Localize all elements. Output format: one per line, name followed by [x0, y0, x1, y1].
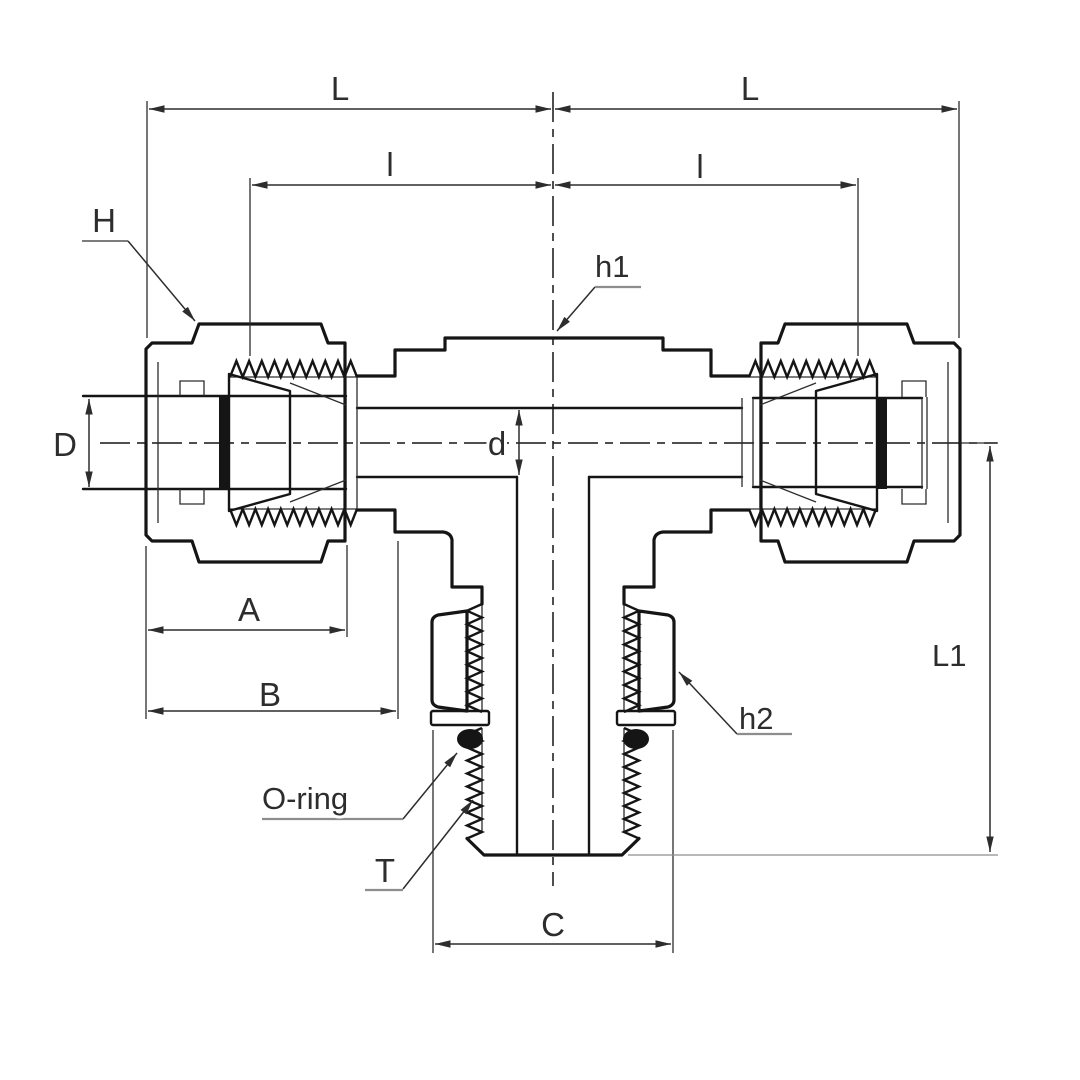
branch-thread-upper-left — [464, 602, 485, 714]
body-bottom-right-profile — [622, 508, 751, 606]
branch-thread-upper-right — [621, 602, 642, 714]
label-oring: O-ring — [262, 781, 348, 816]
oring-left — [457, 729, 483, 749]
thread-zigzag-bottom-left — [228, 505, 359, 529]
leader-T — [402, 799, 474, 890]
dim-label-d: d — [488, 425, 506, 462]
branch-bore-walls — [515, 475, 591, 857]
dimensions: L L l l A B C D — [50, 67, 998, 953]
branch — [429, 475, 677, 857]
dim-label-A: A — [238, 591, 260, 628]
leader-h1 — [556, 286, 596, 332]
dim-l-left: l — [252, 143, 551, 189]
oring-right — [623, 729, 649, 749]
left-front-ferrule — [227, 372, 292, 513]
body-bottom-left-profile — [355, 508, 484, 606]
label-h2: h2 — [739, 701, 773, 736]
nut-collar-steps — [179, 380, 927, 505]
callout-h2: h2 — [678, 671, 792, 739]
left-nut-outline — [144, 322, 347, 564]
thread-zigzag-bottom-right — [747, 505, 878, 529]
label-T: T — [375, 852, 395, 889]
dim-C: C — [435, 903, 671, 948]
label-h1: h1 — [595, 249, 629, 284]
body-top-profile — [355, 336, 751, 378]
thread-zigzag-top-left — [228, 357, 359, 381]
callout-oring: O-ring — [259, 752, 458, 821]
dim-label-B: B — [259, 676, 281, 713]
dim-L-left: L — [149, 67, 551, 113]
dim-label-l-left: l — [386, 146, 393, 183]
dim-label-L-right: L — [741, 70, 759, 107]
body-threads — [228, 357, 878, 529]
left-ferrule-seat-lines — [289, 382, 347, 503]
dim-label-L-left: L — [331, 70, 349, 107]
branch-bottom-face — [465, 836, 641, 857]
dim-d: d — [485, 410, 523, 475]
dim-label-D: D — [53, 426, 77, 463]
branch-hex-left — [430, 609, 469, 713]
label-H: H — [92, 202, 116, 239]
callout-h1: h1 — [556, 246, 641, 332]
dim-l-right: l — [555, 145, 856, 189]
right-front-ferrule — [814, 372, 879, 513]
right-ferrule-set — [759, 372, 887, 513]
right-ferrule-seat-lines — [759, 382, 817, 503]
dim-D: D — [50, 399, 93, 487]
left-ferrule-set — [219, 372, 347, 513]
dim-B: B — [148, 673, 396, 716]
dim-L1: L1 — [929, 446, 994, 852]
bore-lines — [355, 406, 744, 479]
dim-label-C: C — [541, 906, 565, 943]
left-tube-od-lines — [81, 394, 348, 491]
right-nut-outline — [759, 322, 962, 564]
extension-lines — [145, 101, 998, 953]
right-socket-lines — [751, 396, 924, 489]
dim-label-l-right: l — [696, 148, 703, 185]
body-outline — [355, 336, 751, 606]
branch-hex-right — [637, 609, 676, 713]
branch-washer-right — [615, 709, 677, 727]
right-nut — [759, 322, 962, 564]
leader-oring — [402, 752, 458, 820]
centerlines — [100, 92, 997, 886]
leader-h2 — [678, 671, 738, 735]
dim-L-right: L — [555, 67, 957, 113]
leader-H — [127, 240, 196, 322]
right-back-ferrule — [877, 397, 887, 489]
branch-washer-left — [429, 709, 491, 727]
callout-T: T — [365, 799, 474, 892]
dim-label-L1: L1 — [932, 638, 966, 673]
callout-H: H — [82, 199, 196, 322]
left-nut — [144, 322, 347, 564]
left-back-ferrule — [219, 397, 229, 489]
thread-zigzag-top-right — [747, 357, 878, 381]
dim-A: A — [148, 588, 345, 634]
